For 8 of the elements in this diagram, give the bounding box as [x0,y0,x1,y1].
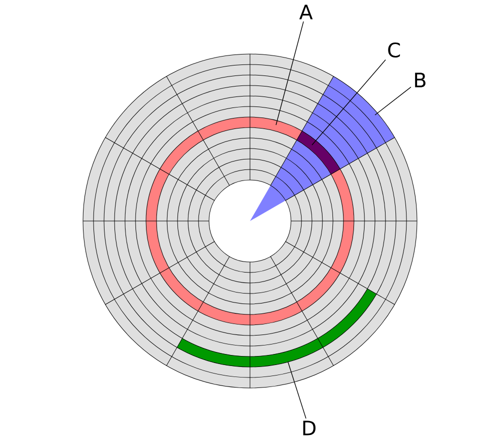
letter-label: A [299,4,313,20]
letter-label: B [415,72,426,88]
leader-line [288,362,306,419]
letter-label: D [303,420,316,436]
letter-label: C [388,42,400,58]
leader-line [374,86,412,116]
leader-line [276,21,304,126]
leader-line [312,59,386,146]
